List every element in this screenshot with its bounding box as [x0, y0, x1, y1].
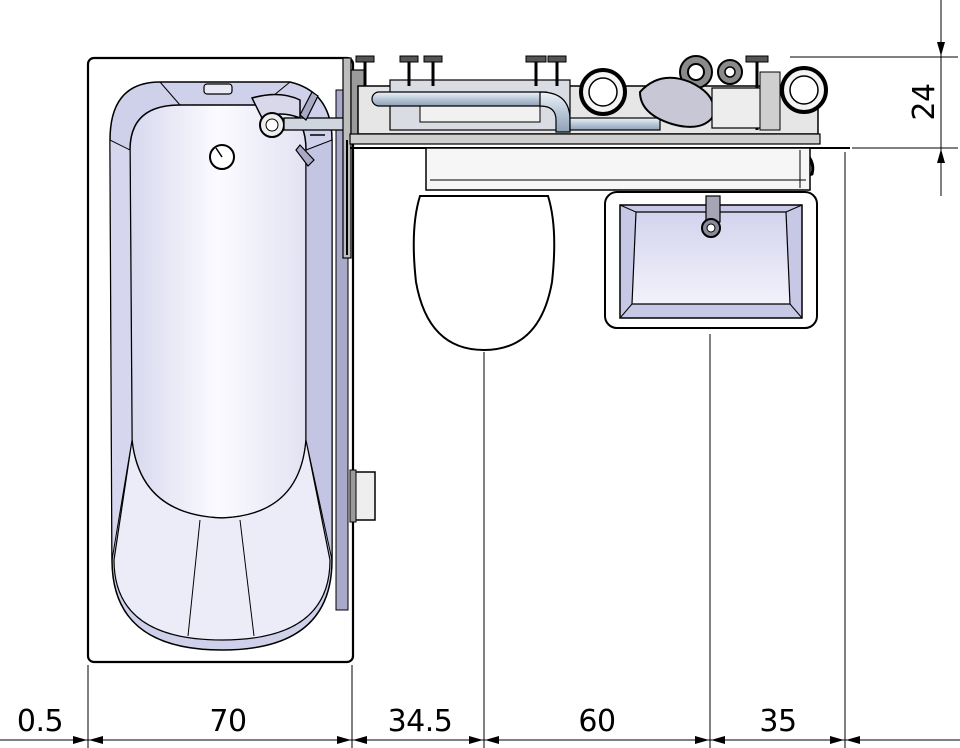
bathtub-faucet: [250, 91, 345, 167]
pipe-clamps: [579, 55, 828, 116]
bathtub-overflow: [203, 83, 233, 95]
bathtub-backrest: [113, 439, 331, 641]
dimension-label-to-toilet: 34.5: [388, 704, 453, 739]
toilet: [412, 147, 811, 352]
bathtub-rim: [86, 56, 355, 664]
drain-pipe-bend: [539, 91, 571, 133]
dimension-label-bathtub: 70: [209, 704, 246, 739]
toilet-cistern-panel: [425, 147, 811, 191]
washbasin: [604, 191, 818, 329]
dimension-label-installation-depth: 24: [907, 83, 942, 120]
dimension-label-sink-to-wall: 35: [759, 704, 796, 739]
dimension-label-toilet-to-sink: 60: [578, 704, 615, 739]
washbasin-tap: [701, 195, 721, 238]
bathtub: [86, 56, 376, 664]
toilet-bowl: [412, 195, 556, 352]
bathtub-side-panel: [354, 471, 376, 521]
dimension-label-offset: 0.5: [17, 704, 63, 739]
flush-pipe: [371, 91, 553, 107]
